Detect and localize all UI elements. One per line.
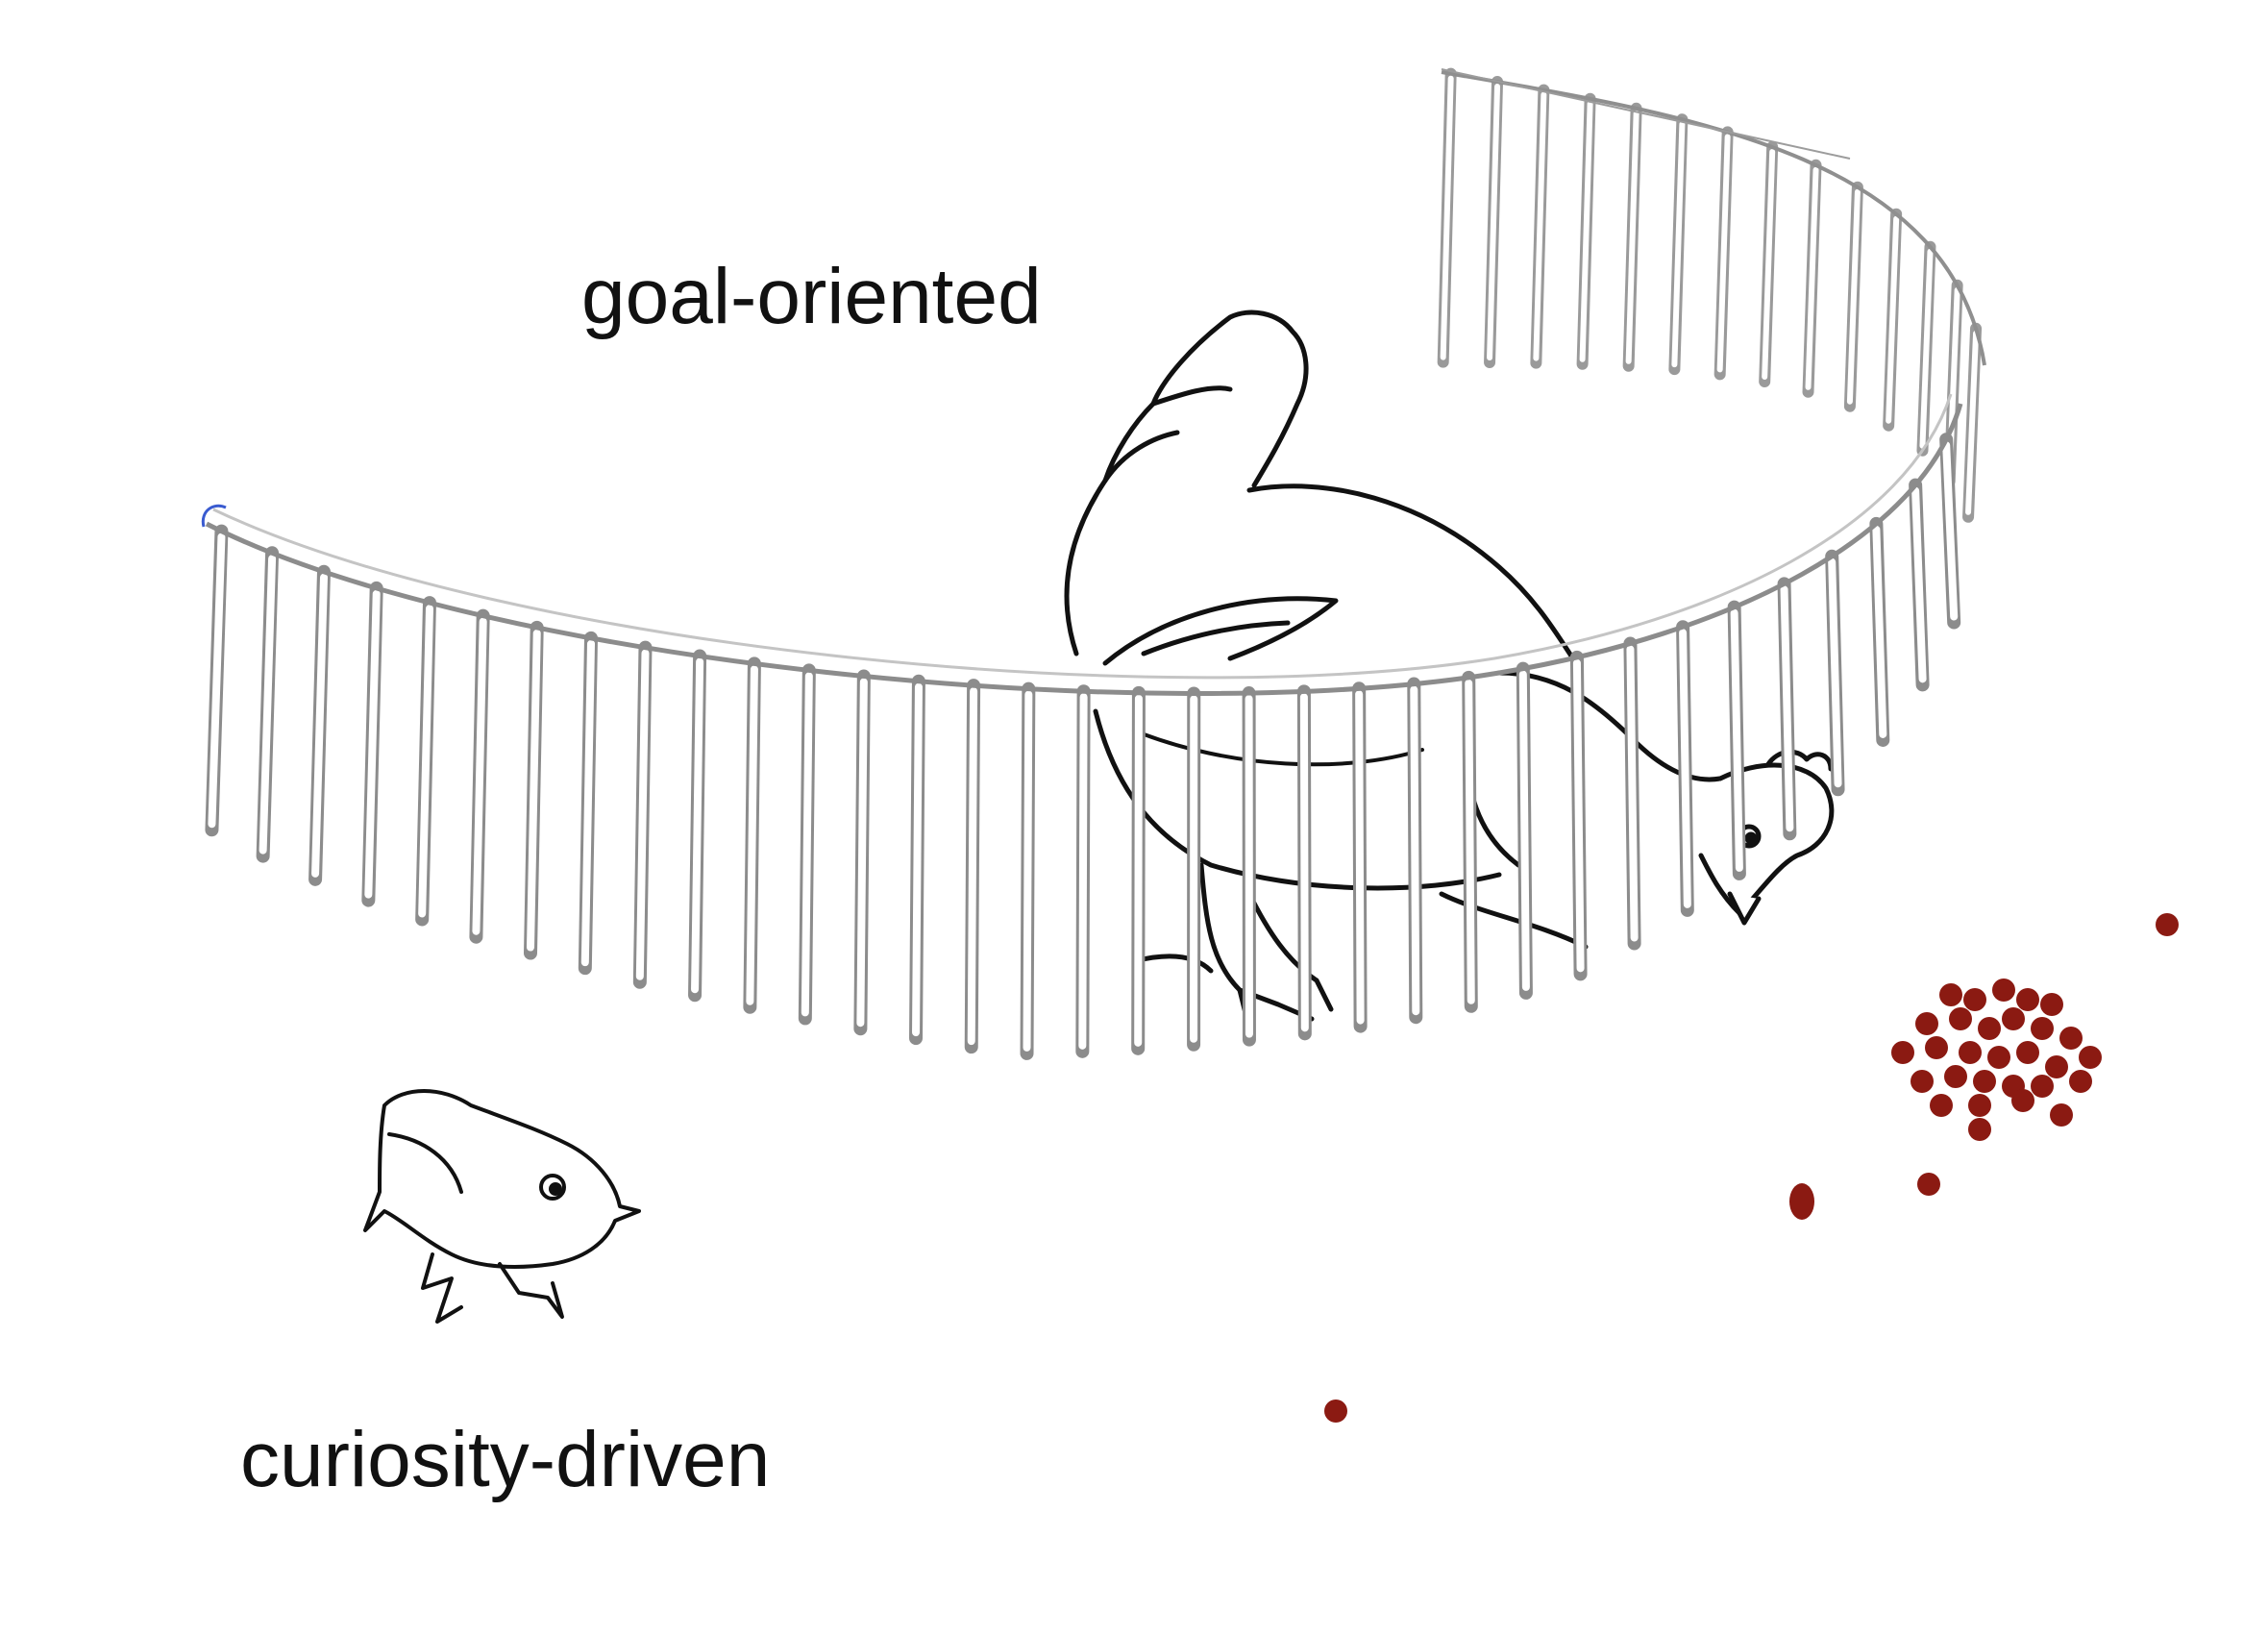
fence-bar-highlight xyxy=(1626,645,1639,942)
fence-back-bar-highlight xyxy=(1579,100,1593,362)
food-pellet xyxy=(2050,1103,2073,1127)
food-pellets xyxy=(1324,913,2179,1423)
fence-back-bar-highlight xyxy=(1965,330,1980,515)
fence-back-bar-highlight xyxy=(1762,148,1776,380)
fence-bar-highlight xyxy=(1730,608,1743,872)
curiosity-driven-label: curiosity-driven xyxy=(240,1416,771,1503)
fence-bar-highlight xyxy=(1911,486,1927,683)
goal-oriented-label: goal-oriented xyxy=(581,253,1042,340)
food-pellet xyxy=(2040,993,2063,1016)
fence-bar-highlight xyxy=(1078,693,1088,1050)
fence-bar-highlight xyxy=(1410,685,1420,1016)
fence-bar-highlight xyxy=(1299,693,1309,1032)
fence-bar-highlight xyxy=(1872,525,1887,738)
fence-front-segment xyxy=(205,433,1961,1060)
food-pellet xyxy=(1992,979,2015,1002)
fence-bar-highlight xyxy=(1780,585,1794,832)
food-pellet xyxy=(1978,1017,2001,1040)
food-pellet xyxy=(1891,1041,1914,1064)
fence-bar-highlight xyxy=(1518,670,1530,991)
food-pellet xyxy=(2031,1017,2054,1040)
fence-bar-highlight xyxy=(1465,679,1475,1004)
fence-bar-highlight xyxy=(472,617,487,935)
fence-bar-highlight xyxy=(208,533,226,829)
fence-back-bar-highlight xyxy=(1533,91,1547,361)
food-pellet xyxy=(1973,1070,1996,1093)
food-pellet xyxy=(2011,1089,2034,1112)
food-pellet xyxy=(1324,1400,1347,1423)
fence-back-bar-highlight xyxy=(1440,75,1454,360)
fence-bar-highlight xyxy=(580,639,595,967)
fence-rail-end-cap xyxy=(201,504,227,528)
fence-bar-highlight xyxy=(364,589,381,899)
food-pellet xyxy=(2156,913,2179,936)
food-pellet xyxy=(2069,1070,2092,1093)
food-pellet xyxy=(1911,1070,1934,1093)
food-pellet xyxy=(1959,1041,1982,1064)
food-pellet xyxy=(1968,1118,1991,1141)
food-pellet xyxy=(1949,1007,1972,1030)
fence-bar-highlight xyxy=(801,672,813,1017)
fence-back-bar-highlight xyxy=(1671,121,1686,368)
fence-front-rail-inner xyxy=(212,393,1953,680)
food-pellet xyxy=(2031,1075,2054,1098)
fence-back-bar-highlight xyxy=(1805,166,1819,390)
food-pellet xyxy=(1915,1012,1938,1035)
fence-back-bar-highlight xyxy=(1886,215,1900,424)
food-pellet xyxy=(1789,1183,1814,1220)
fence-back-bar-highlight xyxy=(1625,110,1639,364)
chick-figure xyxy=(363,1089,641,1324)
fence-front-rail xyxy=(205,403,1963,696)
food-pellet xyxy=(2016,988,2039,1011)
fence-bar-highlight xyxy=(856,678,868,1028)
fence-bar-highlight xyxy=(259,555,277,855)
food-pellet xyxy=(1917,1173,1940,1196)
food-pellet xyxy=(1944,1065,1967,1088)
fence-back-bar-highlight xyxy=(1716,134,1731,373)
food-pellet xyxy=(2059,1027,2083,1050)
fence-bar-highlight xyxy=(1942,441,1959,621)
fence-bar-highlight xyxy=(746,665,758,1005)
food-pellet xyxy=(1930,1094,1953,1117)
fence-bar-highlight xyxy=(418,605,433,918)
food-pellet xyxy=(2016,1041,2039,1064)
fence-bar-highlight xyxy=(1679,629,1691,908)
fence-bar-highlight xyxy=(1134,694,1143,1047)
food-pellet xyxy=(1925,1036,1948,1059)
hen-figure xyxy=(1064,310,1835,1031)
fence-bar-highlight xyxy=(1355,690,1365,1025)
fence-back-bar-highlight xyxy=(1919,248,1934,449)
fence-bar-highlight xyxy=(912,682,923,1037)
fence-back-segment xyxy=(1437,67,1983,523)
fence-bar-highlight xyxy=(967,687,978,1046)
fence-bar-highlight xyxy=(526,629,541,952)
fence-bar-highlight xyxy=(691,657,704,994)
fence-bar-highlight xyxy=(1023,690,1033,1052)
fence-back-bar-highlight xyxy=(1846,188,1861,405)
fence-bar-highlight xyxy=(1572,658,1585,973)
fence-back-bar-highlight xyxy=(1487,84,1501,361)
food-pellet xyxy=(1963,988,1986,1011)
food-pellet xyxy=(1987,1046,2010,1069)
food-pellet xyxy=(2002,1007,2025,1030)
fence-bar-highlight xyxy=(311,573,328,878)
food-pellet xyxy=(2045,1055,2068,1078)
fence-back-rail-top xyxy=(1441,68,1851,160)
food-pellet xyxy=(2079,1046,2102,1069)
fence-back-rail xyxy=(1441,70,1986,366)
fence-bar-highlight xyxy=(635,649,650,980)
fence-bar-highlight xyxy=(1828,557,1842,788)
food-pellet xyxy=(1968,1094,1991,1117)
food-pellet xyxy=(1939,983,1962,1006)
